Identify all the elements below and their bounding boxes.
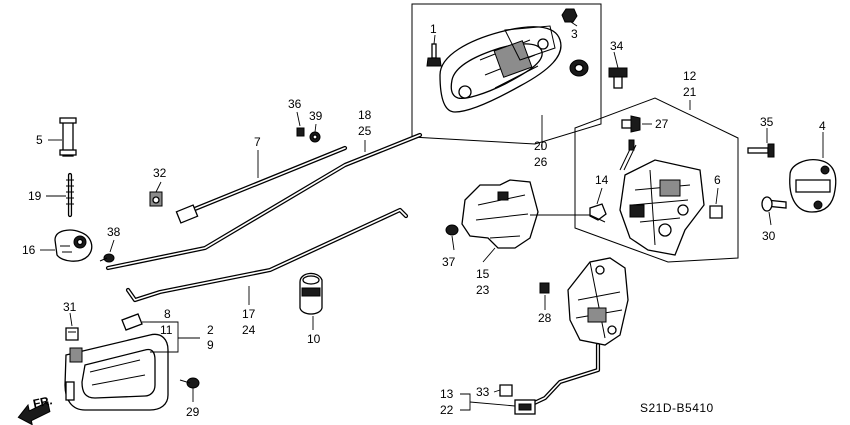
callout-31: 31 [63,300,77,314]
callout-21: 21 [683,85,697,99]
callout-27: 27 [655,117,669,131]
callout-13: 13 [440,387,454,401]
callout-20: 20 [534,139,548,153]
callout-19: 19 [28,189,42,203]
callout-1: 1 [430,22,437,36]
callout-30: 30 [762,229,776,243]
callout-29: 29 [186,405,200,419]
callout-33: 33 [476,385,490,399]
callout-34: 34 [610,39,624,53]
callout-24: 24 [242,323,256,337]
callout-17: 17 [242,307,256,321]
callout-36: 36 [288,97,302,111]
callout-16: 16 [22,243,36,257]
callout-38: 38 [107,225,121,239]
diagram-code: S21D-B5410 [640,401,714,415]
callout-5: 5 [36,133,43,147]
callout-22: 22 [440,403,454,417]
callout-26: 26 [534,155,548,169]
callout-8: 8 [164,307,171,321]
callout-23: 23 [476,283,490,297]
callout-labels: 1 3 34 12 21 20 26 27 35 4 14 6 30 36 39… [22,22,826,419]
lock-knob-parts [54,127,321,263]
callout-25: 25 [358,124,372,138]
inner-handle [17,313,200,425]
callout-32: 32 [153,166,167,180]
callout-28: 28 [538,311,552,325]
callout-39: 39 [309,109,323,123]
callout-4: 4 [819,119,826,133]
rods [59,117,423,303]
callout-3: 3 [571,27,578,41]
callout-2: 2 [207,323,214,337]
callout-11: 11 [160,323,173,337]
outer-handle-assembly [411,3,602,145]
latch-bracket [445,179,606,249]
callout-6: 6 [714,173,721,187]
leader-lines [40,34,824,411]
callout-35: 35 [760,115,774,129]
callout-18: 18 [358,108,372,122]
door-lock-actuator [499,257,629,415]
callout-9: 9 [207,338,214,352]
direction-label: FR. [32,393,54,411]
callout-12: 12 [683,69,697,83]
rod-holder [299,272,323,315]
latch-assembly [574,97,739,263]
callout-15: 15 [476,267,490,281]
callout-7: 7 [254,135,261,149]
callout-14: 14 [595,173,609,187]
callout-37: 37 [442,255,456,269]
striker [608,67,837,213]
callout-10: 10 [307,332,321,346]
